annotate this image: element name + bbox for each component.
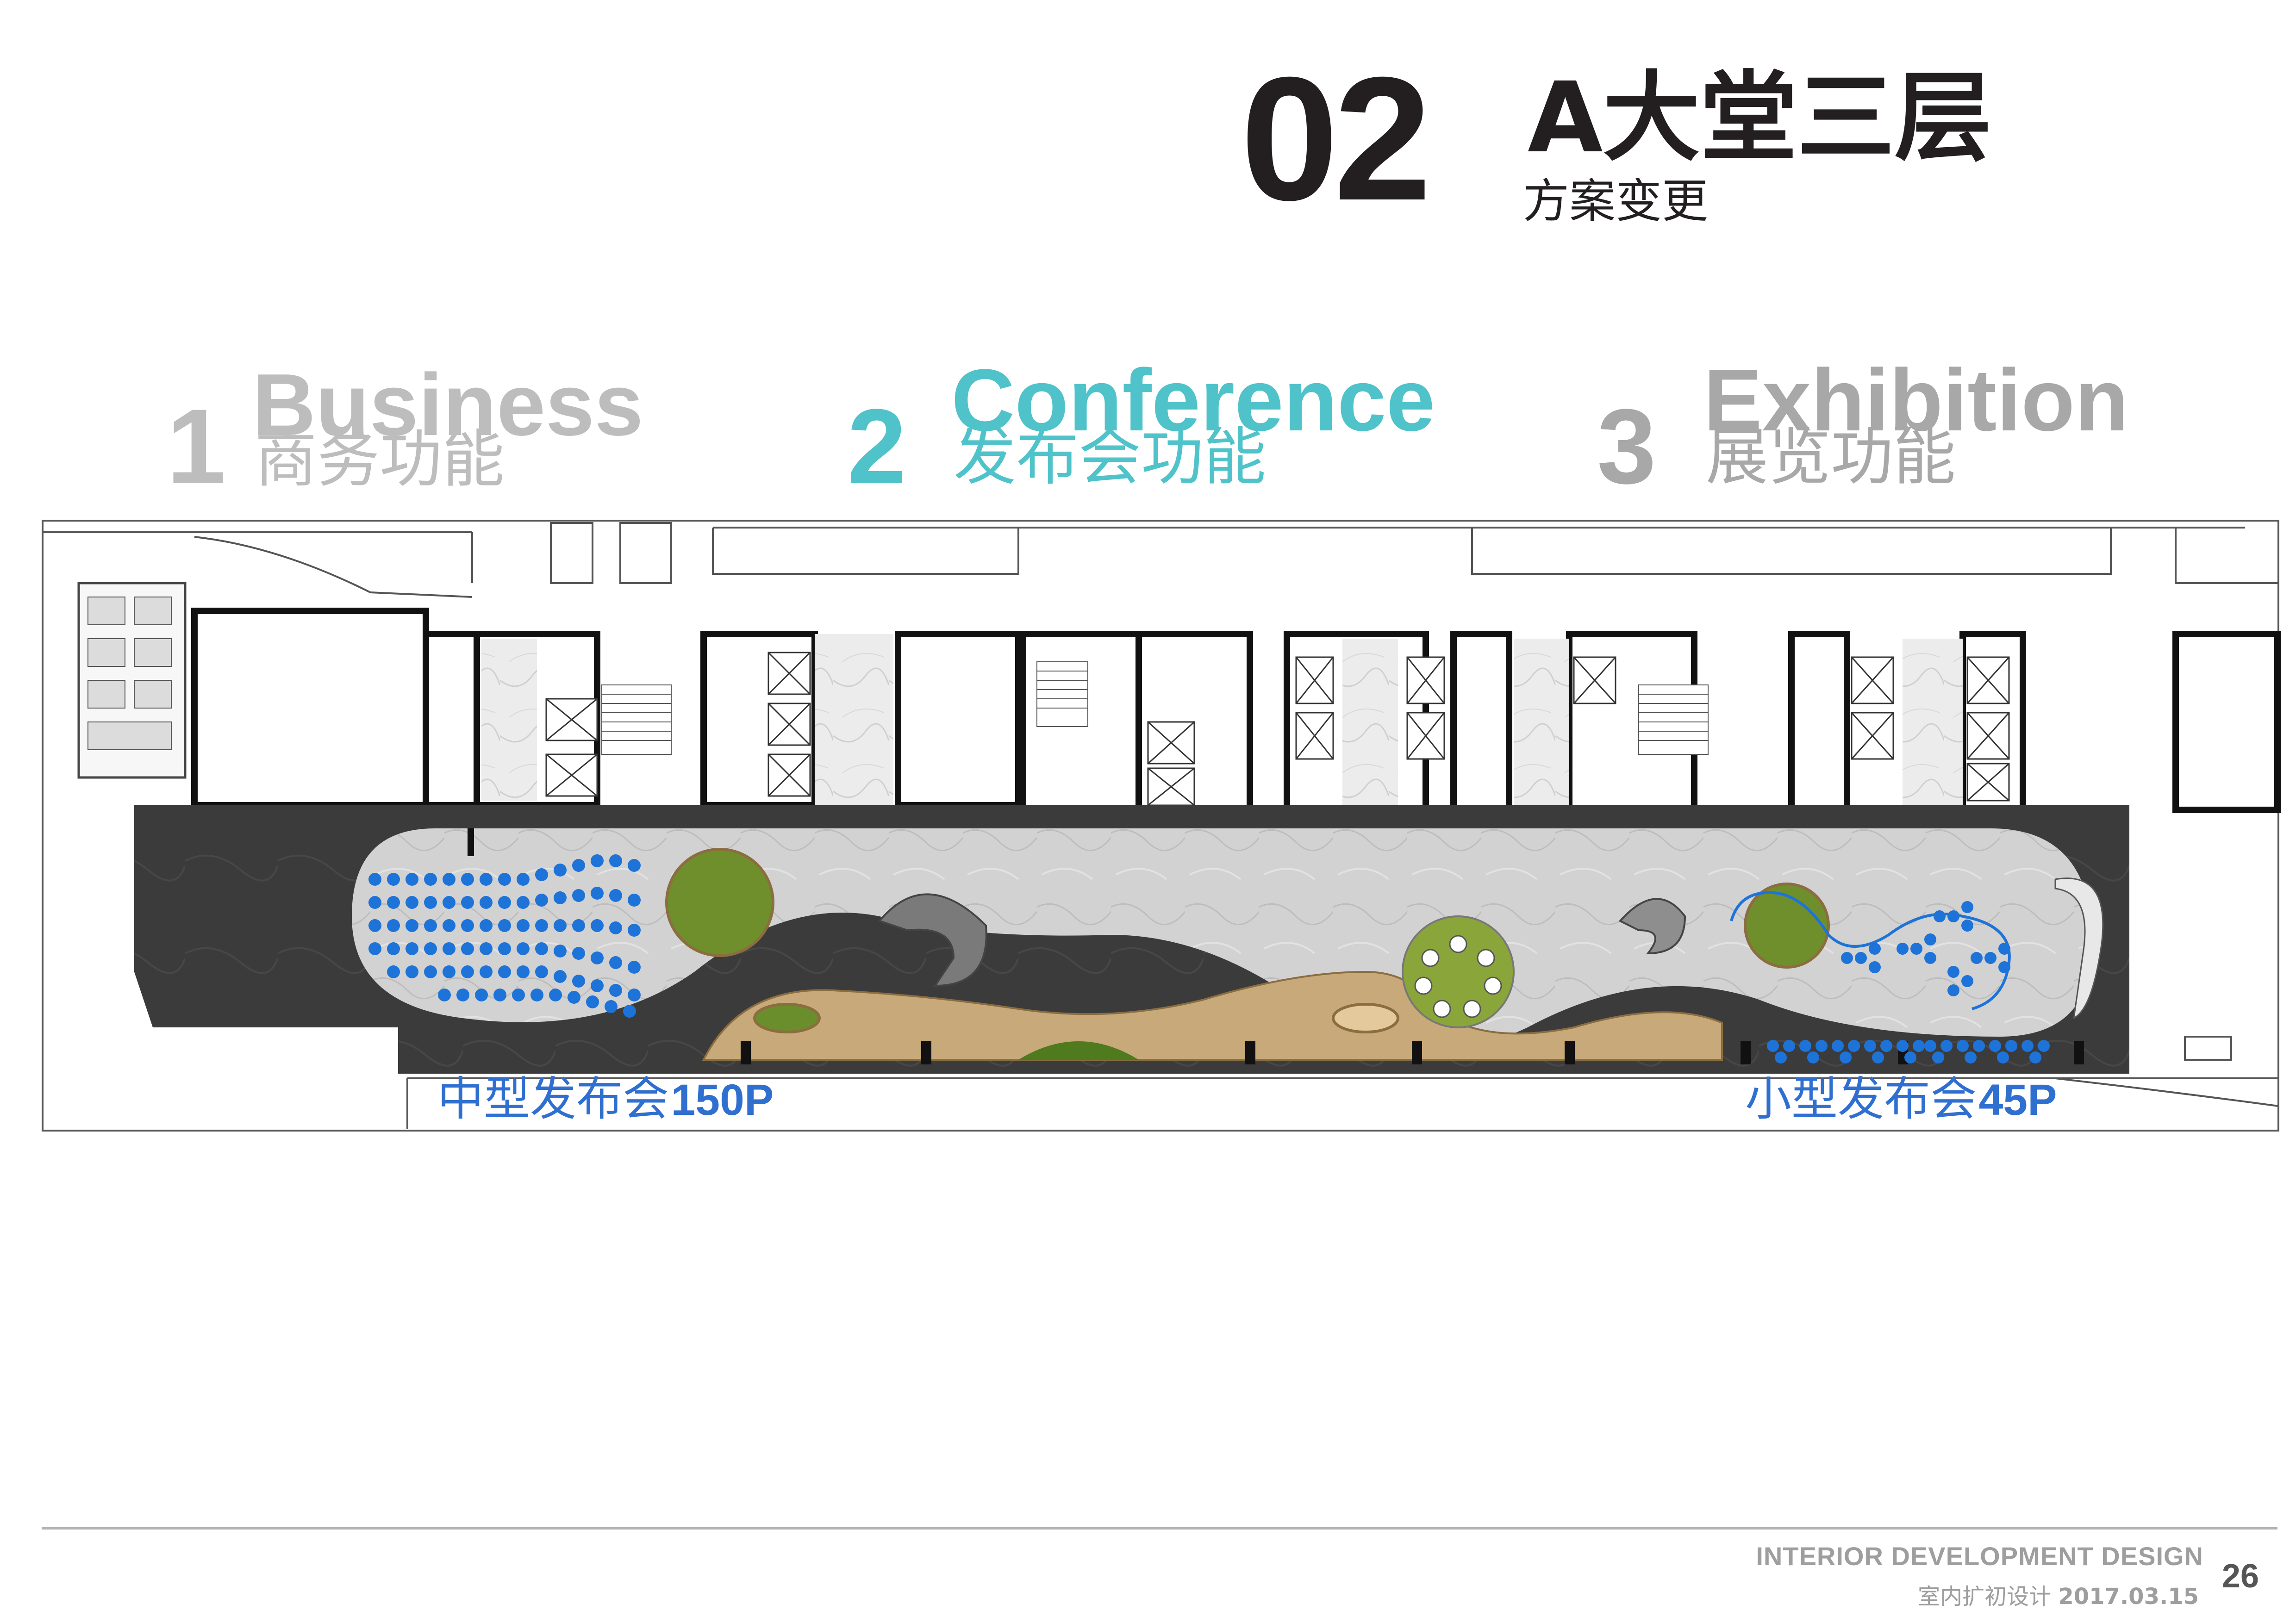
function-title-zh: 商务功能: [255, 423, 505, 496]
round-table-seats: [1414, 935, 1502, 1018]
function-title-zh: 发布会功能: [954, 421, 1266, 493]
function-title-en: Exhibition: [1703, 351, 2129, 449]
function-number: 1: [167, 387, 226, 506]
wood-walkway: [702, 970, 1723, 1061]
footer-date: 2017.03.15: [2058, 1584, 2199, 1610]
footer-subtitle: 室内扩初设计 2017.03.15: [1918, 1578, 2199, 1611]
exhibition-path: [1730, 891, 2011, 1010]
function-title-zh: 展览功能: [1706, 421, 1956, 493]
restroom-block: [77, 582, 187, 779]
function-title-en: Conference: [951, 351, 1435, 449]
medium-event-seating: [368, 854, 641, 1018]
footer-divider: [42, 1527, 2277, 1530]
floor-subtitle: 方案变更: [1523, 174, 1708, 228]
footer-title-zh: 室内扩初设计: [1918, 1584, 2052, 1610]
stone-capsule-floor: [352, 828, 2092, 1050]
small-event-seating: [1767, 901, 2050, 1063]
small-event-label: 小型发布会 45P: [1745, 1076, 2057, 1122]
marble-lobbies: [481, 634, 1963, 805]
function-title-en: Business: [252, 356, 643, 454]
event-capacity: 45P: [1978, 1076, 2057, 1125]
medium-event-label: 中型发布会 150P: [437, 1076, 774, 1122]
lower-edges: [406, 1036, 2279, 1129]
floor-title: A大堂三层: [1528, 61, 1992, 174]
event-capacity: 150P: [671, 1076, 774, 1125]
function-number: 2: [847, 387, 906, 506]
columns: [468, 828, 2084, 1064]
elevator-shafts: [545, 652, 2010, 806]
page-number: 26: [2221, 1558, 2259, 1595]
event-name: 小型发布会: [1745, 1072, 1977, 1126]
sculptures: [878, 877, 2104, 1020]
stairs: [601, 661, 1709, 755]
planters: [665, 848, 1830, 1060]
upper-corridor-lines: [43, 522, 2278, 598]
function-number: 3: [1597, 387, 1656, 506]
footer-title-en: INTERIOR DEVELOPMENT DESIGN: [1756, 1542, 2203, 1571]
section-number: 02: [1241, 40, 1432, 237]
event-name: 中型发布会: [437, 1072, 669, 1126]
